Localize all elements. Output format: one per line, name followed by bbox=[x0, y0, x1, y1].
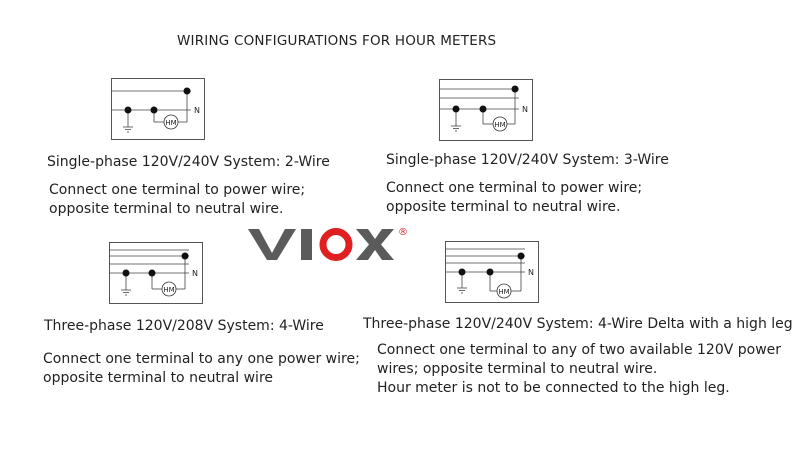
wiring-diagram: HM N bbox=[111, 78, 205, 140]
terminal-dot bbox=[486, 268, 494, 276]
terminal-dot bbox=[181, 252, 189, 260]
page-title: WIRING CONFIGURATIONS FOR HOUR METERS bbox=[177, 33, 497, 49]
meter-label: HM bbox=[498, 288, 509, 296]
meter-label: HM bbox=[163, 286, 174, 294]
hour-meter-icon bbox=[492, 116, 508, 132]
note-single-phase-2-wire: Connect one terminal to power wire; oppo… bbox=[49, 181, 305, 219]
terminal-dot bbox=[517, 252, 525, 260]
terminal-dot bbox=[148, 269, 156, 277]
diagram-single-phase-2-wire: HM N bbox=[111, 78, 205, 140]
brand-logo-icon: ® bbox=[248, 227, 408, 261]
terminal-dot bbox=[124, 106, 132, 114]
neutral-label: N bbox=[522, 105, 528, 114]
note-line: Connect one terminal to any one power wi… bbox=[43, 351, 360, 367]
registered-mark: ® bbox=[398, 227, 408, 238]
note-line: opposite terminal to neutral wire. bbox=[49, 201, 284, 217]
terminal-dot bbox=[122, 269, 130, 277]
note-line: opposite terminal to neutral wire bbox=[43, 370, 274, 386]
caption-single-phase-2-wire: Single-phase 120V/240V System: 2-Wire bbox=[47, 154, 330, 170]
note-line: opposite terminal to neutral wire. bbox=[386, 199, 621, 215]
neutral-label: N bbox=[528, 268, 534, 277]
wiring-diagram: HM N bbox=[445, 241, 539, 303]
caption-three-phase-4-wire: Three-phase 120V/208V System: 4-Wire bbox=[44, 318, 324, 334]
terminal-dot bbox=[458, 268, 466, 276]
diagram-three-phase-4-wire: HM N bbox=[109, 242, 203, 304]
caption-three-phase-delta-high-leg: Three-phase 120V/240V System: 4-Wire Del… bbox=[363, 316, 793, 332]
neutral-label: N bbox=[194, 106, 200, 115]
note-three-phase-delta-high-leg: Connect one terminal to any of two avail… bbox=[377, 341, 781, 398]
diagram-three-phase-delta-high-leg: HM N bbox=[445, 241, 539, 303]
note-line: Hour meter is not to be connected to the… bbox=[377, 380, 730, 396]
note-three-phase-4-wire: Connect one terminal to any one power wi… bbox=[43, 350, 360, 388]
terminal-dot bbox=[452, 105, 460, 113]
viox-logo: ® bbox=[246, 225, 411, 267]
wiring-diagram: HM N bbox=[439, 79, 533, 141]
note-line: Connect one terminal to any of two avail… bbox=[377, 342, 782, 358]
note-line: Connect one terminal to power wire; bbox=[49, 182, 306, 198]
note-line: wires; opposite terminal to neutral wire… bbox=[377, 361, 658, 377]
note-line: Connect one terminal to power wire; bbox=[386, 180, 643, 196]
terminal-dot bbox=[150, 106, 158, 114]
wiring-diagram: HM N bbox=[109, 242, 203, 304]
hour-meter-icon bbox=[161, 281, 177, 297]
hour-meter-icon bbox=[163, 114, 179, 130]
meter-label: HM bbox=[165, 119, 176, 127]
terminal-dot bbox=[511, 85, 519, 93]
note-single-phase-3-wire: Connect one terminal to power wire; oppo… bbox=[386, 179, 642, 217]
neutral-label: N bbox=[192, 269, 198, 278]
caption-single-phase-3-wire: Single-phase 120V/240V System: 3-Wire bbox=[386, 152, 669, 168]
terminal-dot bbox=[479, 105, 487, 113]
terminal-dot bbox=[183, 87, 191, 95]
meter-label: HM bbox=[494, 121, 505, 129]
diagram-single-phase-3-wire: HM N bbox=[439, 79, 533, 141]
hour-meter-icon bbox=[496, 283, 512, 299]
